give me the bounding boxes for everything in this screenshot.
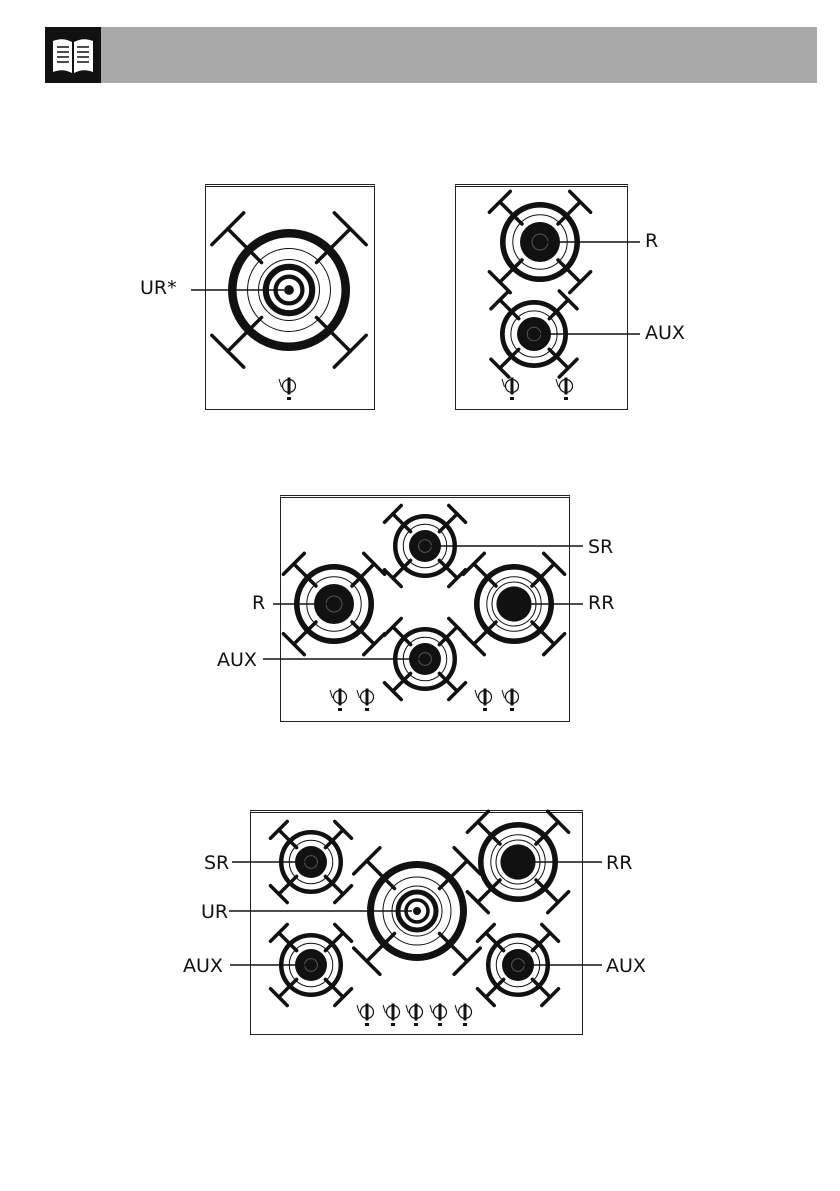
control-knob-icon	[279, 378, 296, 401]
control-knob-icon	[330, 689, 347, 712]
label-rr: RR	[588, 594, 614, 613]
label-ur: UR	[201, 903, 228, 922]
control-knob-icon	[383, 1004, 400, 1027]
control-knob-icon	[406, 1004, 423, 1027]
control-knob-icon	[475, 689, 492, 712]
label-aux: AUX	[645, 324, 685, 343]
label-ur-star: UR*	[140, 279, 177, 298]
label-aux: AUX	[217, 651, 257, 670]
label-aux: AUX	[606, 957, 646, 976]
control-knob-icon	[455, 1004, 472, 1027]
control-knob-icon	[502, 378, 519, 401]
control-knob-icon	[357, 1004, 374, 1027]
control-knob-icon	[430, 1004, 447, 1027]
control-knob-icon	[556, 378, 573, 401]
label-r: R	[252, 594, 265, 613]
label-aux: AUX	[183, 957, 223, 976]
label-rr: RR	[606, 854, 632, 873]
label-r: R	[645, 232, 658, 251]
control-knob-icon	[502, 689, 519, 712]
label-sr: SR	[588, 538, 613, 557]
label-sr: SR	[204, 854, 229, 873]
control-knob-icon	[357, 689, 374, 712]
